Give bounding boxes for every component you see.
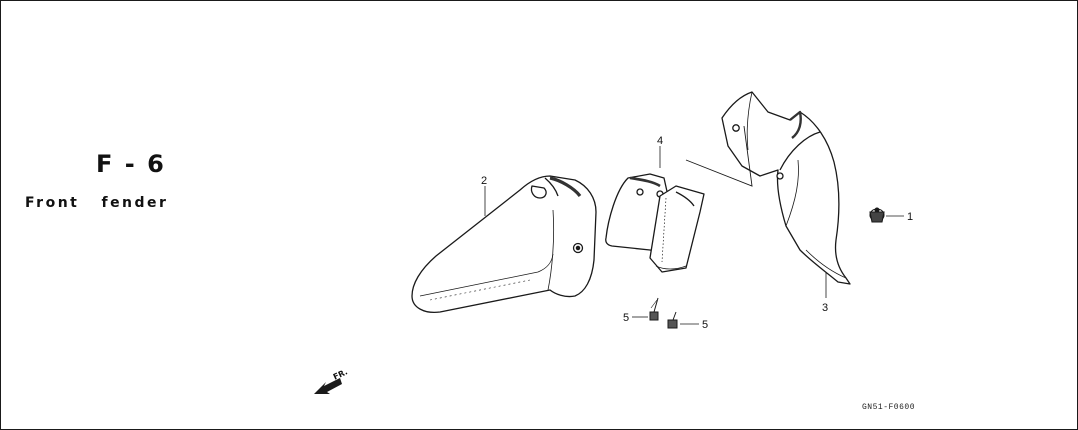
bolt-left[interactable] — [649, 297, 659, 321]
front-fender-b[interactable] — [721, 91, 851, 285]
callout-leaders — [484, 146, 904, 325]
section-title: Front fender — [25, 195, 169, 211]
front-direction-arrow-icon — [314, 378, 342, 394]
front-fender-a[interactable] — [411, 175, 597, 314]
section-code: F - 6 — [96, 150, 166, 178]
callout-5-right: 5 — [702, 319, 708, 331]
callout-4: 4 — [657, 135, 663, 147]
reference-code: GN51-F0600 — [862, 403, 916, 412]
callout-3: 3 — [822, 302, 828, 314]
clip-part[interactable] — [869, 207, 885, 223]
mudguard-bracket[interactable] — [605, 173, 705, 273]
callout-2: 2 — [481, 175, 487, 187]
bolt-right[interactable] — [667, 311, 678, 329]
callout-1: 1 — [907, 211, 913, 223]
assembly-leader-line — [685, 125, 753, 187]
callout-5-left: 5 — [623, 312, 629, 324]
